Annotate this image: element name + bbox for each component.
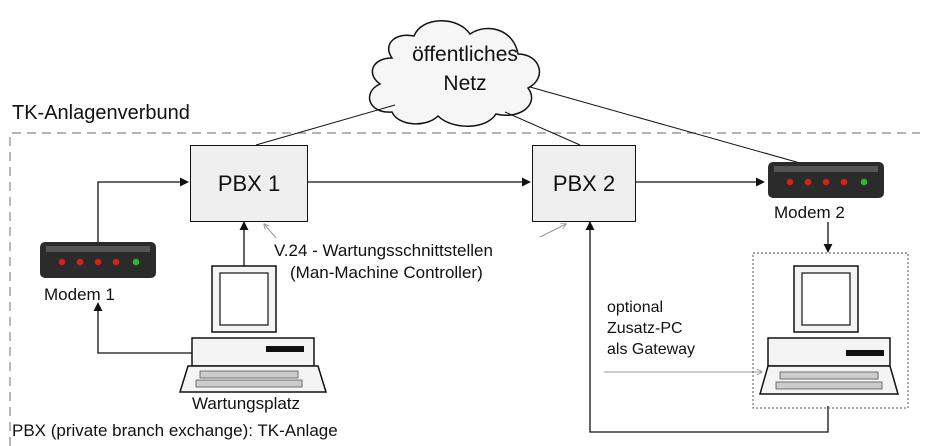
link-modem1-pbx1 bbox=[97, 177, 189, 243]
footnote: PBX (private branch exchange): TK-Anlage bbox=[12, 421, 338, 440]
public-network-cloud bbox=[368, 20, 541, 127]
link-modem2-cloud bbox=[529, 86, 801, 164]
interface-label-line1: V.24 - Wartungsschnittstellen bbox=[274, 241, 493, 260]
cloud-label-line2: Netz bbox=[443, 72, 487, 95]
gateway-label-line3: als Gateway bbox=[607, 341, 696, 358]
gateway-label: optional Zusatz-PC als Gateway bbox=[607, 297, 695, 360]
gateway-frame bbox=[752, 252, 909, 409]
link-gateway-pbx2 bbox=[585, 221, 829, 433]
pbx-2-box: PBX 2 bbox=[532, 145, 636, 222]
pbx-1-label: PBX 1 bbox=[217, 170, 281, 196]
modem-2-device bbox=[768, 162, 884, 198]
workstation-label: Wartungsplatz bbox=[192, 394, 301, 413]
workstation-pc-icon bbox=[178, 265, 328, 393]
pbx-2-label: PBX 2 bbox=[552, 170, 616, 196]
gateway-pc-icon bbox=[759, 265, 899, 395]
region-border bbox=[9, 132, 920, 446]
cloud-label: öffentliches Netz bbox=[390, 40, 540, 98]
interface-label: V.24 - Wartungsschnittstellen (Man-Machi… bbox=[274, 240, 493, 284]
modem-2-label: Modem 2 bbox=[774, 203, 845, 222]
region-title: TK-Anlagenverbund bbox=[12, 102, 190, 124]
v24-arrow-pbx1 bbox=[264, 224, 277, 239]
v24-arrow-pbx2 bbox=[539, 224, 566, 238]
interface-label-line2: (Man-Machine Controller) bbox=[290, 263, 483, 282]
link-workstation-modem1 bbox=[93, 302, 192, 354]
modem-1-label: Modem 1 bbox=[44, 285, 115, 304]
gateway-label-line1: optional bbox=[607, 299, 664, 316]
pbx-1-box: PBX 1 bbox=[190, 145, 308, 222]
gateway-label-line2: Zusatz-PC bbox=[607, 320, 683, 337]
modem-1-device bbox=[40, 242, 156, 278]
link-pbx2-cloud bbox=[504, 111, 581, 146]
cloud-label-line1: öffentliches bbox=[412, 43, 518, 66]
link-pbx1-cloud bbox=[255, 104, 396, 146]
